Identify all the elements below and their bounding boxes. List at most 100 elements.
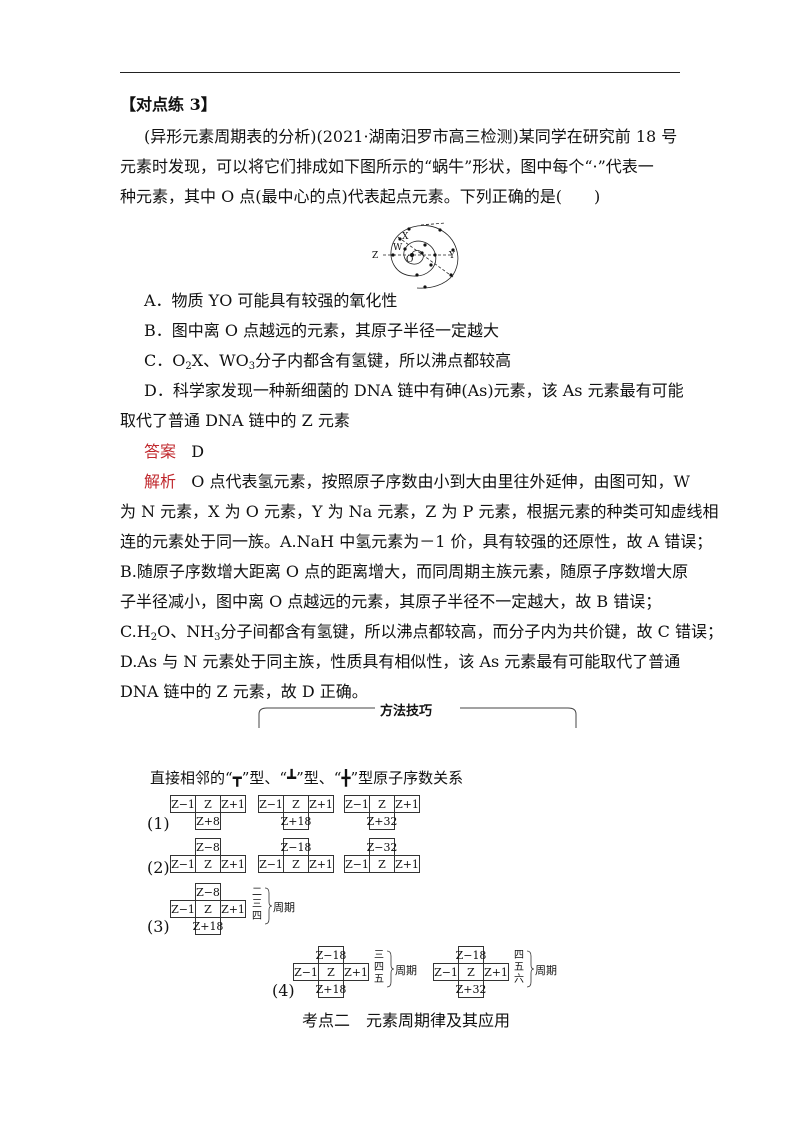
text-fragment: ”型原子序数关系 [350, 769, 464, 787]
grid-cell: Z [195, 900, 221, 918]
text-fragment: 四 [374, 962, 384, 973]
grid-cell: Z+1 [220, 795, 246, 813]
label-w: W [393, 243, 403, 253]
option-b: B．图中离 O 点越远的元素，其原子半径一定越大 [144, 321, 500, 340]
row-label: (4) [272, 981, 295, 1000]
period-word: 周期 [535, 964, 557, 977]
grid-cell: Z+1 [483, 963, 509, 981]
text-fragment: 2 [150, 632, 158, 643]
text-fragment: 五 [514, 962, 524, 973]
analysis-line1: 解析 O 点代表氢元素，按照原子序数由小到大由里往外延伸，由图可知，W [144, 467, 690, 497]
text-fragment: 分子间都含有氢键，所以沸点都较高，而分子内为共价键，故 C 错误； [220, 622, 723, 641]
label-o: O [406, 255, 413, 265]
answer: 答案 D [144, 437, 204, 467]
option-d-line2: 取代了普通 DNA 链中的 Z 元素 [120, 411, 350, 430]
option-d-line1: D．科学家发现一种新细菌的 DNA 链中有砷(As)元素，该 As 元素最有可能 [144, 381, 684, 400]
snail-periodic-figure: Z W X O Y [372, 222, 459, 289]
grid-cell: Z−8 [195, 883, 221, 901]
top-rule [120, 72, 680, 73]
grid-cell: Z−1 [344, 795, 370, 813]
text-fragment: 3 [214, 632, 221, 643]
question-stem: (异形元素周期表的分析)(2021·湖南汨罗市高三检测)某同学在研究前 18 号… [120, 122, 680, 212]
grid-cell: Z+1 [308, 795, 334, 813]
method-banner [258, 707, 577, 728]
analysis-line: 连的元素处于同一族。A.NaH 中氢元素为－1 价，具有较强的还原性，故 A 错… [120, 532, 713, 551]
analysis-line: 为 N 元素，X 为 O 元素，Y 为 Na 元素，Z 为 P 元素，根据元素的… [120, 502, 719, 521]
text-fragment: ”型、“ [241, 769, 288, 787]
grid-cell: Z−32 [367, 838, 397, 856]
grid-cell: Z+1 [394, 855, 420, 873]
text-fragment: 四 [252, 911, 262, 922]
grid-cell: Z−1 [433, 963, 459, 981]
grid-cell: Z [195, 795, 221, 813]
grid-cell: Z−1 [170, 855, 196, 873]
row-label: (2) [147, 858, 170, 877]
period-list: 三四五 [374, 950, 384, 986]
grid-cell: Z−18 [281, 838, 311, 856]
grid-cell: Z−1 [258, 795, 284, 813]
text-fragment: C.H [120, 622, 151, 641]
text-fragment: O 点代表氢元素，按照原子序数由小到大由里往外延伸，由图可知，W [191, 472, 690, 491]
grid-cell: Z+18 [316, 980, 346, 998]
analysis-line: DNA 链中的 Z 元素，故 D 正确。 [120, 682, 368, 701]
grid-cell: Z [283, 795, 309, 813]
analysis-line: B.随原子序数增大距离 O 点的距离增大，而同周期主族元素，随原子序数增大原 [120, 562, 689, 581]
label-y: Y [448, 251, 456, 261]
text-fragment: 六 [514, 974, 524, 985]
grid-cell: Z+1 [394, 795, 420, 813]
period-word: 周期 [395, 964, 417, 977]
grid-cell: Z−1 [293, 963, 319, 981]
grid-cell: Z [458, 963, 484, 981]
grid-cell: Z−1 [170, 900, 196, 918]
row-label: (1) [147, 814, 170, 833]
text-fragment: 三 [374, 950, 384, 961]
period-list: 四五六 [514, 950, 524, 986]
grid-cell: Z+1 [220, 900, 246, 918]
label-x: X [402, 232, 409, 242]
analysis-label: 解析 [144, 472, 177, 491]
brace-icon [386, 950, 394, 988]
grid-cell: Z+18 [281, 812, 311, 830]
t-shape-icon: ┳ [232, 769, 242, 787]
text-fragment: 直接相邻的“ [150, 769, 233, 787]
grid-cell: Z+1 [308, 855, 334, 873]
text-fragment: C．O [144, 351, 186, 370]
text-fragment: 3 [248, 361, 256, 372]
grid-cell: Z [195, 855, 221, 873]
exercise-heading: 【对点练 3】 [120, 95, 217, 114]
option-c: C．O2X、WO3分子内都含有氢键，所以沸点都较高 [144, 346, 511, 382]
section-title: 考点二 元素周期律及其应用 [302, 1011, 511, 1030]
grid-cell: Z−8 [195, 838, 221, 856]
grid-cell: Z+32 [456, 980, 486, 998]
period-list: 二三四 [252, 887, 262, 923]
grid-cell: Z+1 [220, 855, 246, 873]
method-intro: 直接相邻的“┳”型、“┻”型、“╋”型原子序数关系 [150, 763, 463, 793]
period-word: 周期 [273, 901, 295, 914]
grid-cell: Z+32 [367, 812, 397, 830]
grid-cell: Z+1 [343, 963, 369, 981]
grid-cell: Z [369, 855, 395, 873]
text-fragment: X、WO [191, 351, 249, 370]
grid-cell: Z−1 [344, 855, 370, 873]
grid-cell: Z [369, 795, 395, 813]
label-z: Z [372, 251, 378, 261]
text-fragment: 分子内都含有氢键，所以沸点都较高 [255, 351, 512, 370]
analysis-line: C.H2O、NH3分子间都含有氢键，所以沸点都较高，而分子内为共价键，故 C 错… [120, 617, 723, 653]
brace-icon [264, 887, 272, 925]
text-fragment: 四 [514, 950, 524, 961]
analysis-line: 子半径减小，图中离 O 点越远的元素，其原子半径不一定越大，故 B 错误； [120, 592, 662, 611]
text-fragment: 五 [374, 974, 384, 985]
text-fragment: 二 [252, 887, 262, 898]
analysis-line: D.As 与 N 元素处于同主族，性质具有相似性，该 As 元素最有可能取代了普… [120, 652, 681, 671]
grid-cell: Z−1 [258, 855, 284, 873]
grid-cell: Z−1 [170, 795, 196, 813]
option-a: A．物质 YO 可能具有较强的氧化性 [144, 291, 398, 310]
text-fragment: ”型、“ [296, 769, 342, 787]
inverted-t-shape-icon: ┻ [287, 769, 297, 787]
text-fragment: O、NH [157, 622, 215, 641]
answer-label: 答案 [144, 442, 177, 461]
question-line: 元素时发现，可以将它们排成如下图所示的“蜗牛”形状，图中每个“·”代表一 [120, 157, 654, 176]
grid-cell: Z−18 [456, 946, 486, 964]
text-fragment: 2 [185, 361, 192, 372]
cross-shape-icon: ╋ [341, 769, 351, 787]
